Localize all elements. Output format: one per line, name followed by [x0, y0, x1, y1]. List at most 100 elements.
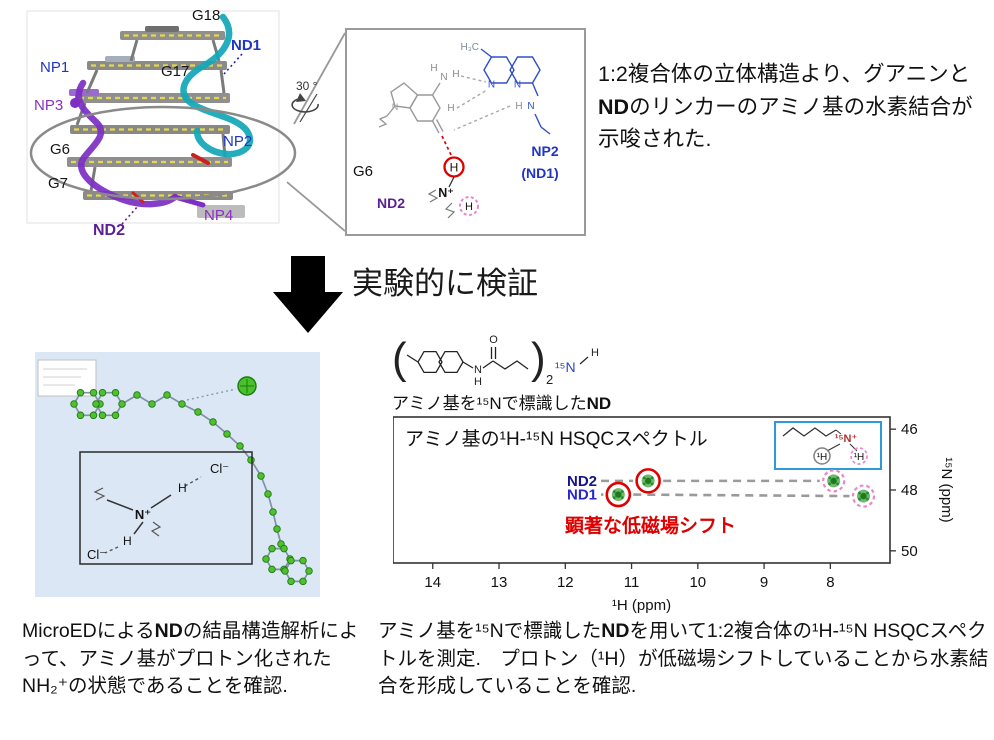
ligand-label-nd1: ND1: [231, 37, 262, 54]
atom: [92, 400, 100, 408]
inset-n15-label: ¹⁵N⁺: [835, 433, 858, 445]
amide-h-label: H: [515, 101, 522, 112]
bracket-right: ): [531, 334, 546, 383]
callout-line-bottom: [286, 181, 346, 232]
atom-spheres: [70, 388, 313, 586]
ammonium-h-label: H: [465, 201, 473, 213]
truncated-bond-squiggles: [427, 189, 456, 219]
imino-h-label: H: [447, 103, 454, 114]
atom: [118, 400, 126, 408]
y-axis-label: ¹⁵N (ppm): [938, 457, 955, 522]
nd2-label: ND2: [377, 195, 405, 211]
guanine-rings: [378, 82, 444, 134]
hsqc-title: アミノ基の¹H-¹⁵N HSQCスペクトル: [405, 428, 708, 450]
red-highlight-circle: [443, 156, 465, 178]
x-tick-label: 13: [491, 574, 508, 591]
guanine-nitrogen-label: N: [392, 102, 399, 112]
chloride-label: Cl⁻: [210, 461, 229, 476]
inset-chain: [782, 427, 837, 437]
atom: [178, 400, 186, 408]
molecule-bonds: [73, 391, 310, 583]
inset-h-circle-pink: [850, 447, 868, 465]
hsqc-plot: アミノ基の¹H-¹⁵N HSQCスペクトル ¹⁵N⁺ ¹H ¹H 顕著な低磁場シ…: [392, 416, 955, 614]
peak-dot: [836, 482, 840, 486]
base-quartet-slabs: [67, 26, 245, 218]
chloride-label: Cl⁻: [87, 547, 106, 562]
inset-h-label: ¹H: [854, 452, 865, 463]
nd-bold: ND: [154, 620, 183, 642]
purple-ligand-blob: [70, 98, 80, 108]
residue-label-g6: G6: [50, 141, 71, 158]
residue-label-g17: G17: [161, 63, 190, 80]
peak-core: [615, 491, 622, 498]
shift-connector: [633, 493, 850, 498]
red-highlight-ring: [605, 481, 632, 508]
x-tick-label: 8: [826, 574, 834, 591]
x-tick-label: 11: [624, 574, 640, 591]
peak-dot: [866, 497, 869, 501]
red-highlight-ring: [635, 468, 661, 494]
peak-core: [830, 477, 837, 485]
text-part: のリンカーのアミノ基の水素結合が示唆された.: [598, 94, 973, 152]
nd-bold: ND: [601, 620, 630, 642]
amide-n-label: N: [474, 364, 482, 376]
nd-bold: ND: [598, 94, 630, 119]
rotation-angle-label: 30 °: [296, 79, 318, 93]
naphthyridine-rings: [480, 48, 541, 97]
rotation-icon: 30 °: [291, 79, 319, 123]
y-tick-label: 48: [901, 482, 918, 499]
x-tick-label: 10: [689, 574, 706, 591]
hsqc-inset: ¹⁵N⁺ ¹H ¹H: [774, 421, 882, 470]
nd1-label: (ND1): [521, 165, 558, 181]
peak-dot: [642, 482, 646, 486]
peak-core: [644, 477, 652, 485]
microed-structure-art: N⁺ H Cl⁻ H Cl⁻: [37, 359, 313, 586]
bounding-box: [26, 10, 280, 224]
atom: [76, 411, 85, 420]
atom: [287, 556, 295, 565]
atom: [111, 388, 120, 397]
microed-panel: N⁺ H Cl⁻ H Cl⁻: [35, 352, 320, 597]
peak-dot: [828, 482, 832, 486]
text-part: を用いて1:2複合体の¹H-¹⁵N HSQCスペクトルを測定. プロトン（¹H）…: [378, 620, 989, 698]
g6-label: G6: [353, 163, 373, 180]
n15-h-label: H: [591, 347, 599, 359]
pink-highlight-ring: [822, 469, 846, 493]
atom: [223, 430, 231, 438]
bracket-subscript: 2: [546, 372, 553, 387]
residue-label-g18: G18: [192, 7, 221, 24]
y-tick-label: 50: [901, 543, 918, 560]
n15-label: ¹⁵N: [555, 359, 576, 375]
quadruplex-structure: [26, 10, 297, 224]
h-label: H: [178, 481, 187, 495]
atom: [148, 400, 156, 408]
ligand-label-np4: NP4: [204, 207, 234, 224]
x-tick-label: 9: [760, 574, 768, 591]
ligand-label-nd2: ND2: [93, 222, 126, 239]
nd-bold: ND: [586, 394, 612, 413]
peak-dot: [650, 476, 654, 480]
nd-probe-structure: ( N H O ) 2 ¹⁵N H: [392, 334, 599, 388]
atom: [268, 544, 276, 553]
atom: [133, 391, 141, 399]
teal-ligand-ribbon: [180, 13, 254, 158]
atom: [299, 556, 307, 565]
inset-h-circle: [813, 447, 831, 465]
amine-h-label: H: [452, 69, 459, 80]
h-label: H: [123, 534, 132, 548]
ammonium-bonds: [106, 494, 172, 535]
chloride-contact-dash: [186, 388, 237, 401]
amide-n-label: N: [527, 101, 534, 112]
legend-lines: [43, 368, 87, 386]
peak-core: [860, 492, 867, 500]
peak-dot: [866, 491, 869, 495]
pink-highlight-circle: [459, 196, 479, 216]
text-part: 1:2複合体の立体構造より、グアニンと: [598, 62, 971, 86]
atom: [89, 411, 98, 420]
atom: [236, 442, 244, 450]
residue-label-g7: G7: [48, 175, 69, 192]
methyl-label: H₃C: [460, 42, 479, 53]
ammonium-n-label: N⁺: [135, 507, 151, 522]
inset-h-label: ¹H: [817, 452, 828, 463]
inset-bond: [835, 429, 842, 435]
